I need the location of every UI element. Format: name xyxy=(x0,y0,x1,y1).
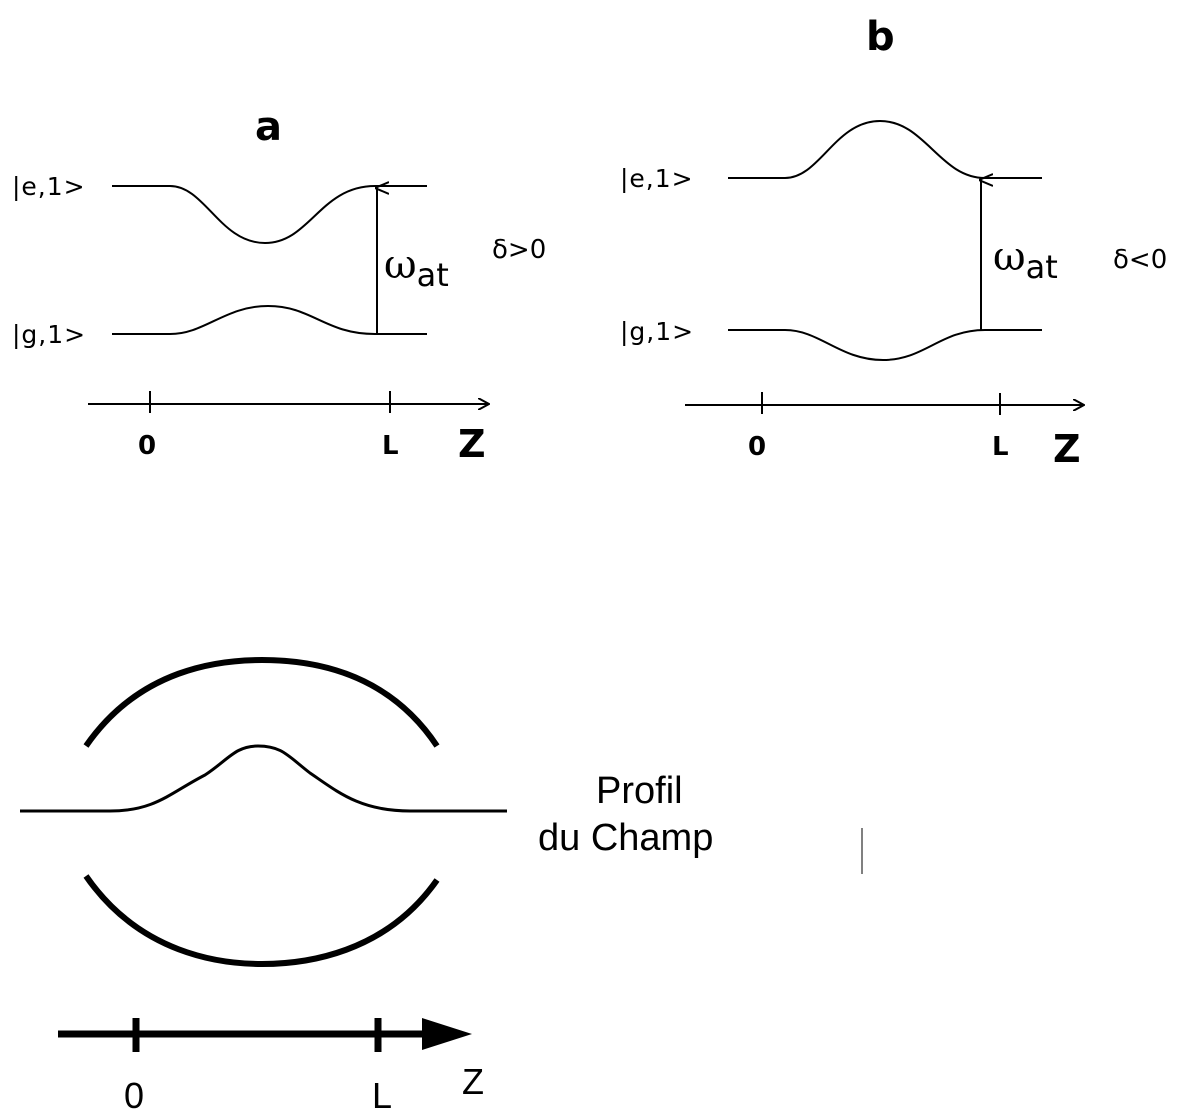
panel-b-detuning-label: δ<0 xyxy=(1113,245,1167,275)
panel-a-ground-state-label: |g,1> xyxy=(12,320,86,349)
panel-b-tick-l-label: L xyxy=(992,432,1009,462)
field-profile-tick-0-label: 0 xyxy=(124,1075,144,1113)
panel-a-tick-l-label: L xyxy=(382,431,399,461)
panel-b: b |e,1> |g,1> ωat δ<0 0 L Z xyxy=(620,14,1167,471)
field-profile: Profil du Champ 0 L Z xyxy=(20,656,863,1113)
panel-a-axis-name: Z xyxy=(458,422,486,466)
panel-b-axis-name: Z xyxy=(1053,427,1081,471)
panel-b-excited-level-curve xyxy=(728,119,1042,179)
panel-a-label: a xyxy=(255,104,282,150)
panel-b-excited-state-label: |e,1> xyxy=(620,164,694,193)
panel-a-tick-0-label: 0 xyxy=(138,431,156,461)
panel-a-ground-level-curve xyxy=(112,304,427,335)
panel-a-detuning-label: δ>0 xyxy=(492,235,546,265)
panel-b-ground-state-label: |g,1> xyxy=(620,317,694,346)
panel-b-transition-label: ωat xyxy=(993,234,1058,286)
field-profile-label-line2: du Champ xyxy=(538,817,713,859)
field-profile-label-line1: Profil xyxy=(596,770,683,812)
field-profile-curve xyxy=(20,744,507,813)
field-profile-axis-name: Z xyxy=(462,1061,484,1102)
panel-a-excited-level-curve xyxy=(112,185,427,245)
upper-mirror xyxy=(83,656,440,748)
panel-b-ground-level-curve xyxy=(728,329,1042,362)
panel-a-excited-state-label: |e,1> xyxy=(12,172,86,201)
panel-b-label: b xyxy=(866,14,895,60)
panel-b-tick-0-label: 0 xyxy=(748,432,766,462)
panel-a-transition-label: ωat xyxy=(384,242,449,294)
field-profile-axis-arrowhead xyxy=(422,1018,472,1050)
panel-a: a |e,1> |g,1> ωat δ>0 0 L Z xyxy=(12,104,546,466)
lower-mirror xyxy=(83,874,440,968)
field-profile-tick-l-label: L xyxy=(372,1075,392,1113)
